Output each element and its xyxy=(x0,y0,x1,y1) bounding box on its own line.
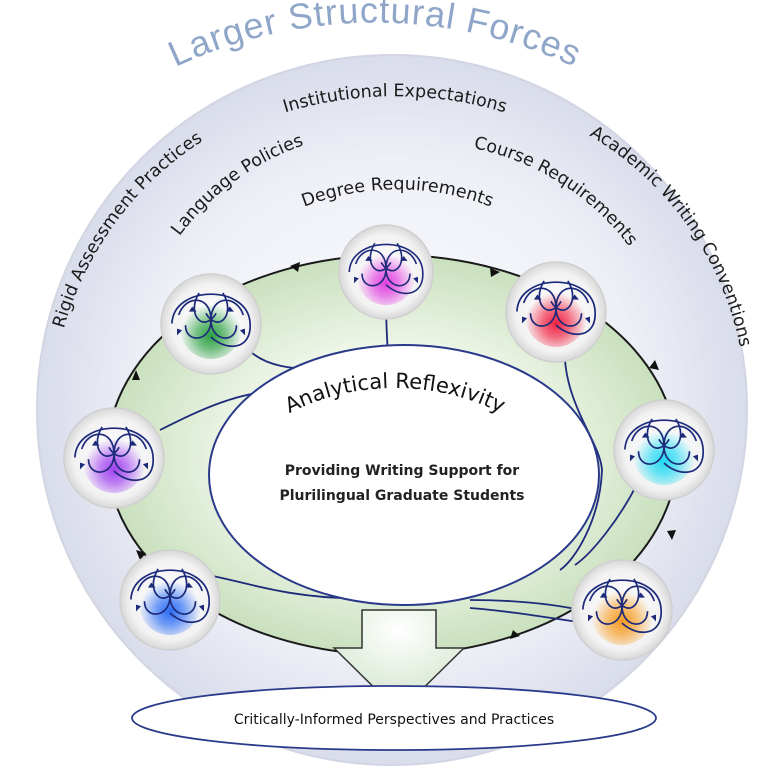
node-purple-glow xyxy=(83,431,145,493)
node-orange xyxy=(571,559,673,661)
center-line-1: Providing Writing Support for xyxy=(285,463,520,479)
center-line-2: Plurilingual Graduate Students xyxy=(280,488,525,504)
node-blue-glow xyxy=(139,573,201,635)
node-purple xyxy=(63,407,165,509)
node-red-glow xyxy=(525,285,587,347)
node-cyan-glow xyxy=(633,423,695,485)
node-pink xyxy=(338,224,434,320)
center-ellipse xyxy=(208,344,600,606)
outcome-label: Critically-Informed Perspectives and Pra… xyxy=(234,712,554,728)
node-cyan xyxy=(613,399,715,501)
node-orange-glow xyxy=(591,583,653,645)
node-green-glow xyxy=(180,297,242,359)
reflexive-nodes xyxy=(63,224,715,661)
node-pink-glow xyxy=(356,246,416,306)
outcome-ellipse xyxy=(131,685,657,751)
node-green xyxy=(160,273,262,375)
node-blue xyxy=(119,549,221,651)
node-red xyxy=(505,261,607,363)
outcome-arrow xyxy=(332,609,466,714)
